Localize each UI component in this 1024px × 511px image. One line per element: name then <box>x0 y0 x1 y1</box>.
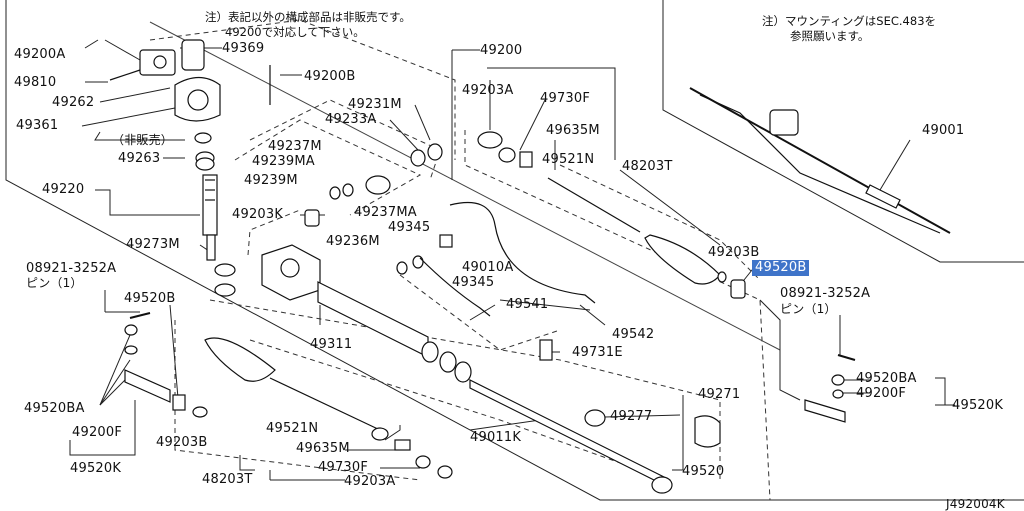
part-label-49520K-left[interactable]: 49520K <box>70 461 122 476</box>
part-label-49239MA[interactable]: 49239MA <box>252 154 315 169</box>
part-label-49231M[interactable]: 49231M <box>348 97 402 112</box>
part-label-49311[interactable]: 49311 <box>310 337 353 352</box>
leader-lines <box>69 39 955 481</box>
part-label-49520B-right-highlighted[interactable]: 49520B <box>752 260 810 276</box>
part-label-49520K-right[interactable]: 49520K <box>952 398 1004 413</box>
part-label-49635M-left[interactable]: 49635M <box>296 441 350 456</box>
part-label-49369[interactable]: 49369 <box>222 41 265 56</box>
part-label-49345-a[interactable]: 49345 <box>388 220 431 235</box>
part-label-49239M[interactable]: 49239M <box>244 173 298 188</box>
part-label-49361[interactable]: 49361 <box>16 118 59 133</box>
part-label-49273M[interactable]: 49273M <box>126 237 180 252</box>
part-label-49203A-left[interactable]: 49203A <box>344 474 396 489</box>
part-label-49731E[interactable]: 49731E <box>572 345 623 360</box>
frame-right-inset <box>662 0 1024 263</box>
part-label-49730F-left[interactable]: 49730F <box>318 460 369 475</box>
part-label-49520BA-left[interactable]: 49520BA <box>24 401 85 416</box>
parts-drawing <box>109 39 951 494</box>
label-pin-right: ピン（1） <box>780 302 837 316</box>
part-label-49635M-right[interactable]: 49635M <box>546 123 600 138</box>
part-label-49541[interactable]: 49541 <box>506 297 549 312</box>
part-label-08921-3252A-right[interactable]: 08921-3252A <box>780 286 871 301</box>
part-label-49542[interactable]: 49542 <box>612 327 655 342</box>
part-label-49011K[interactable]: 49011K <box>470 430 522 445</box>
part-label-49277[interactable]: 49277 <box>610 409 653 424</box>
pin-right <box>837 354 856 361</box>
part-label-49521N-left[interactable]: 49521N <box>266 421 319 436</box>
part-label-49200[interactable]: 49200 <box>480 43 523 58</box>
part-label-49203B-left[interactable]: 49203B <box>156 435 208 450</box>
part-label-49271[interactable]: 49271 <box>698 387 741 402</box>
note-right-line1: 注）マウンティングはSEC.483を <box>762 14 937 28</box>
diagram-code: J492004K <box>946 497 1005 511</box>
part-label-08921-3252A-left[interactable]: 08921-3252A <box>26 261 117 276</box>
part-label-49220[interactable]: 49220 <box>42 182 85 197</box>
part-label-49200F-right[interactable]: 49200F <box>856 386 907 401</box>
frame-diagonal-top <box>149 21 781 351</box>
part-label-49236M[interactable]: 49236M <box>326 234 380 249</box>
part-label-49520B-left[interactable]: 49520B <box>124 291 176 306</box>
part-label-49237M[interactable]: 49237M <box>268 139 322 154</box>
part-label-49730F-right[interactable]: 49730F <box>540 91 591 106</box>
part-label-49010A[interactable]: 49010A <box>462 260 514 275</box>
part-label-48203T-right[interactable]: 48203T <box>622 159 673 174</box>
part-label-49203K[interactable]: 49203K <box>232 207 284 222</box>
label-pin-left: ピン（1） <box>26 276 83 290</box>
part-label-49810[interactable]: 49810 <box>14 75 57 90</box>
part-label-49200A[interactable]: 49200A <box>14 47 66 62</box>
pin-left <box>129 312 151 319</box>
part-label-49520BA-right[interactable]: 49520BA <box>856 371 917 386</box>
label-not-sold: （非販売） <box>112 133 174 147</box>
note-top-line2: 49200で対応して下さい。 <box>225 25 365 39</box>
part-label-49521N-right[interactable]: 49521N <box>542 152 595 167</box>
part-label-49200B[interactable]: 49200B <box>304 69 356 84</box>
part-label-49263[interactable]: 49263 <box>118 151 161 166</box>
part-label-48203T-left[interactable]: 48203T <box>202 472 253 487</box>
note-top-line1: 注）表記以外の構成部品は非販売です。 <box>205 10 411 24</box>
part-label-49203B-right[interactable]: 49203B <box>708 245 760 260</box>
part-label-49262[interactable]: 49262 <box>52 95 95 110</box>
part-label-49203A-right[interactable]: 49203A <box>462 83 514 98</box>
note-right-line2: 参照願います。 <box>790 29 870 43</box>
part-label-49233A[interactable]: 49233A <box>325 112 377 127</box>
part-label-49345-b[interactable]: 49345 <box>452 275 495 290</box>
part-label-49237MA[interactable]: 49237MA <box>354 205 417 220</box>
part-label-49001[interactable]: 49001 <box>922 123 965 138</box>
frame-left-bottom <box>5 0 1024 501</box>
part-label-49200F-left[interactable]: 49200F <box>72 425 123 440</box>
part-label-49520[interactable]: 49520 <box>682 464 725 479</box>
